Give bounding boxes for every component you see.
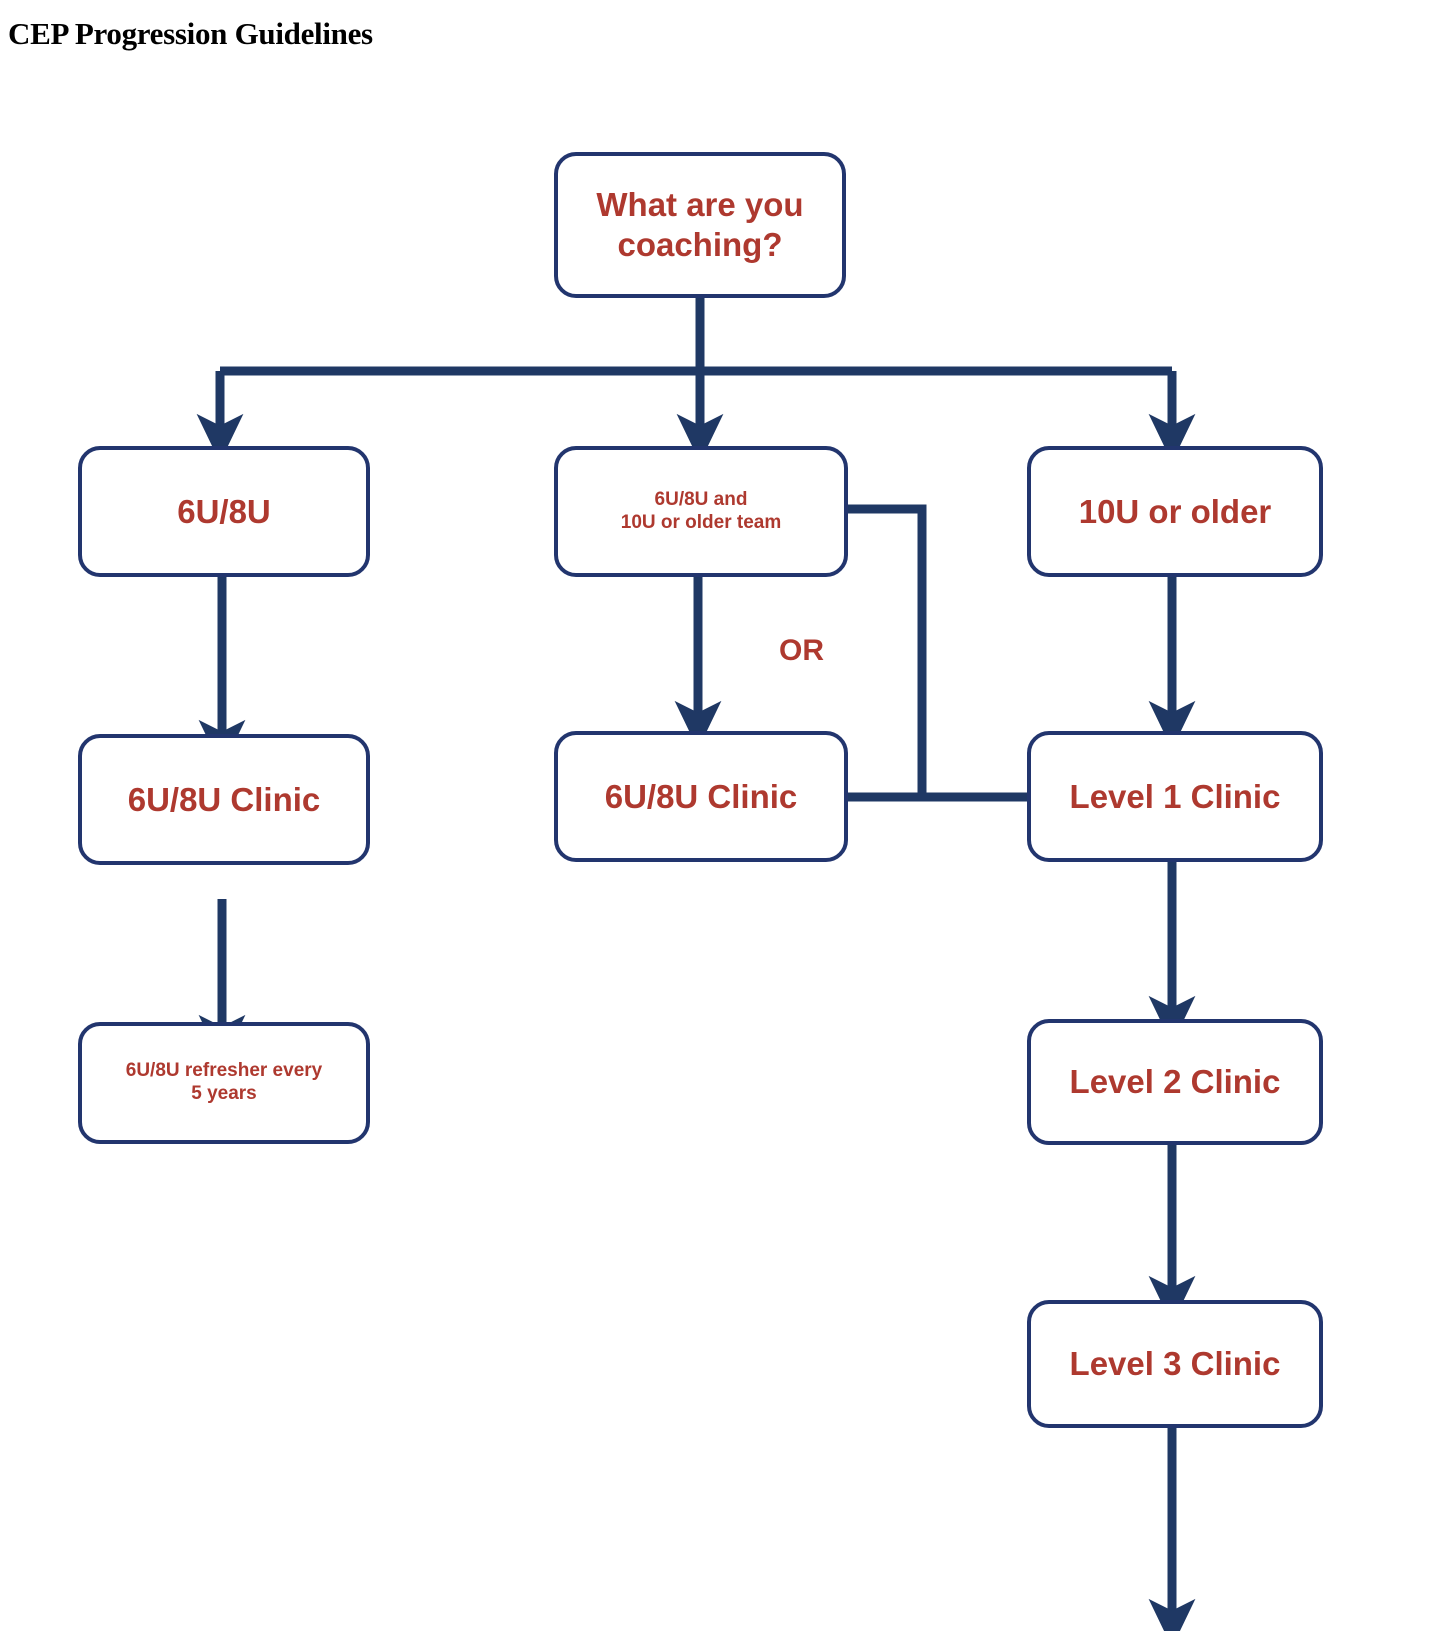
page-title: CEP Progression Guidelines [8,16,373,51]
node-6u8u-refresher-line2: 5 years [191,1083,257,1104]
edge-label-or: OR [779,634,824,667]
node-level-1-clinic-label: Level 1 Clinic [1069,777,1281,815]
node-6u8u-clinic-center[interactable]: 6U/8U Clinic [554,731,848,862]
node-level-2-clinic[interactable]: Level 2 Clinic [1027,1019,1323,1145]
node-start-line2: coaching? [617,226,783,263]
node-level-3-clinic[interactable]: Level 3 Clinic [1027,1300,1323,1428]
node-6u8u-label: 6U/8U [177,492,271,530]
node-6u8u-and-10u-team-line2: 10U or older team [620,511,782,533]
node-10u-or-older[interactable]: 10U or older [1027,446,1323,577]
node-level-2-clinic-label: Level 2 Clinic [1069,1063,1281,1101]
node-6u8u-and-10u-team-label: 6U/8U and 10U or older team [621,489,782,535]
node-10u-or-older-label: 10U or older [1078,492,1272,530]
node-6u8u-clinic-left[interactable]: 6U/8U Clinic [78,734,370,865]
node-start[interactable]: What are you coaching? [554,152,846,298]
node-6u8u-refresher-line1: 6U/8U refresher every [125,1060,323,1082]
node-6u8u[interactable]: 6U/8U [78,446,370,577]
node-level-1-clinic[interactable]: Level 1 Clinic [1027,731,1323,862]
edge-both-or-to-level1 [848,504,927,797]
node-start-label: What are you coaching? [596,185,803,264]
node-6u8u-and-10u-team-line1: 6U/8U and [654,488,748,510]
node-6u8u-clinic-left-label: 6U/8U Clinic [127,780,321,818]
node-level-3-clinic-label: Level 3 Clinic [1069,1345,1281,1383]
node-6u8u-refresher[interactable]: 6U/8U refresher every 5 years [78,1022,370,1144]
node-6u8u-clinic-center-label: 6U/8U Clinic [604,777,798,815]
node-6u8u-and-10u-team[interactable]: 6U/8U and 10U or older team [554,446,848,577]
node-6u8u-refresher-label: 6U/8U refresher every 5 years [126,1060,322,1106]
node-start-line1: What are you [596,186,804,224]
